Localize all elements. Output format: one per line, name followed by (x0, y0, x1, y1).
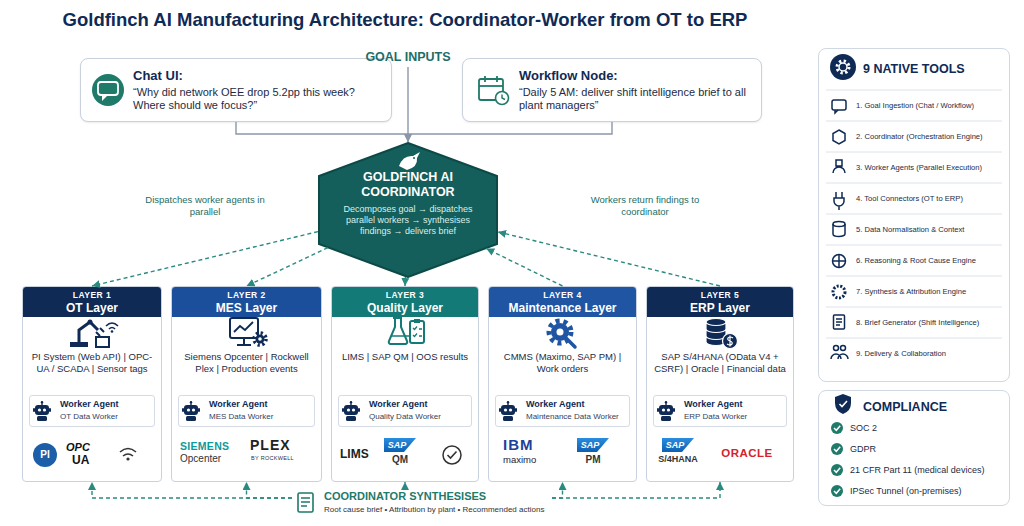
flow-connector (404, 482, 405, 490)
node-text: OT Layer (23, 301, 161, 315)
node-text: Decomposes goal → dispatches parallel wo… (342, 204, 474, 237)
label-text: maximo (503, 454, 553, 465)
node-text: Maintenance Layer (489, 301, 636, 315)
label-text: 5. Data Normalisation & Context (856, 225, 1008, 235)
label-text: 3. Worker Agents (Parallel Execution) (856, 163, 1008, 173)
node-text: COMPLIANCE (863, 400, 1003, 414)
flow-connector (247, 248, 328, 286)
label-text: 4. Tool Connectors (OT to ERP) (856, 194, 1008, 204)
flow-connector (92, 232, 318, 286)
node-text: Workflow Node: (519, 68, 755, 83)
tools-panel: 9 NATIVE TOOLS (818, 48, 1010, 382)
label-text: ORACLE (712, 447, 782, 459)
label-text: GOAL INPUTS (330, 50, 486, 64)
label-text: Dispatches worker agents in parallel (138, 194, 272, 218)
label-text: Opcenter (180, 453, 250, 464)
node-text: CMMS (Maximo, SAP PM) | Work orders (495, 351, 630, 375)
layer-box: LAYER 2MES LayerSiemens Opcenter | Rockw… (171, 286, 322, 482)
node-text: Worker Agent (684, 399, 784, 409)
node-text: ERP Data Worker (684, 412, 784, 421)
node-text: Root cause brief • Attribution by plant … (324, 505, 552, 514)
node-text: ERP Layer (647, 301, 793, 315)
flow-connector (486, 249, 562, 287)
label-text: IPSec Tunnel (on-premises) (850, 485, 1005, 497)
node-text: MES Data Worker (209, 412, 312, 421)
label-text: OPC (66, 441, 106, 453)
flow-connector (247, 482, 293, 498)
label-text: 8. Brief Generator (Shift Intelligence) (856, 318, 1008, 328)
node-text: PI System (Web API) | OPC-UA / SCADA | S… (29, 351, 155, 375)
label-text: 9. Delivery & Collaboration (856, 349, 1008, 359)
label-text: 7. Synthesis & Attribution Engine (856, 287, 1008, 297)
node-text: Siemens Opcenter | Rockwell Plex | Produ… (178, 351, 315, 375)
node-text: Worker Agent (60, 399, 152, 409)
flow-connector (92, 482, 292, 498)
label-text: UA (72, 453, 112, 467)
node-text: LIMS | SAP QM | OOS results (338, 351, 472, 363)
worker-agent-box: Worker Agent OT Data Worker (29, 395, 155, 427)
label-text: PM (577, 454, 609, 465)
label-text: 1. Goal Ingestion (Chat / Workflow) (856, 101, 1008, 111)
label-text: 2. Coordinator (Orchestration Engine) (856, 132, 1008, 142)
goal-input-box: Chat UI: “Why did network OEE drop 5.2pp … (80, 58, 392, 122)
node-text: SAP S/4HANA (OData V4 + CSRF) | Oracle |… (653, 351, 787, 375)
node-text: “Why did network OEE drop 5.2pp this wee… (133, 86, 385, 112)
label-text: LIMS (340, 447, 380, 461)
flow-connector (404, 277, 406, 286)
goal-input-box: Workflow Node: “Daily 5 AM: deliver shift… (462, 58, 762, 122)
node-text: COORDINATOR SYNTHESISES (324, 490, 552, 502)
label-text: GDPR (850, 443, 1005, 455)
hexagon-shape (319, 143, 497, 277)
node-text: “Daily 5 AM: deliver shift intelligence … (519, 86, 755, 112)
node-text: MES Layer (172, 301, 321, 315)
label-text: SAP (662, 440, 688, 450)
node-text: LAYER 4 (489, 290, 636, 300)
node-text: Chat UI: (133, 68, 383, 83)
node-text: Worker Agent (369, 399, 469, 409)
worker-agent-box: Worker AgentMES Data Worker (178, 395, 315, 427)
flow-connector (408, 122, 612, 142)
synthesis-box: COORDINATOR SYNTHESISES Root cause brief … (292, 490, 552, 522)
node-text: Worker Agent (209, 399, 312, 409)
label-text: S/4HANA (655, 454, 701, 464)
worker-agent-box: Worker AgentMaintenance Data Worker (495, 395, 630, 427)
node-text: LAYER 1 (23, 290, 161, 300)
node-text: OT Data Worker (60, 412, 152, 421)
label-text: SOC 2 (850, 422, 1005, 434)
flow-connector (498, 232, 720, 286)
node-text: Quality Data Worker (369, 412, 469, 421)
flow-connector (552, 482, 720, 498)
decor-graphic (407, 67, 408, 134)
node-text: GOLDFINCH AI COORDINATOR (336, 170, 480, 200)
label-text: 21 CFR Part 11 (medical devices) (850, 464, 1005, 476)
label-text: 6. Reasoning & Root Cause Engine (856, 256, 1008, 266)
label-text: Workers return findings to coordinator (580, 194, 710, 218)
label-text: QM (384, 454, 416, 465)
coordinator-hexagon: GOLDFINCH AI COORDINATOR Decomposes goal … (318, 142, 498, 278)
label-text: PI (33, 449, 57, 460)
node-text: LAYER 3 (332, 290, 478, 300)
flow-connector (236, 122, 408, 142)
worker-agent-box: Worker AgentQuality Data Worker (338, 395, 472, 427)
label-text: BY ROCKWELL (251, 455, 313, 461)
node-text: 9 NATIVE TOOLS (863, 62, 1003, 76)
node-text: Quality Layer (332, 301, 478, 315)
node-text: LAYER 5 (647, 290, 793, 300)
label-text: SIEMENS (180, 440, 250, 452)
diagram-title: Goldfinch AI Manufacturing Architecture:… (5, 9, 805, 31)
worker-agent-box: Worker AgentERP Data Worker (653, 395, 787, 427)
node-text: LAYER 2 (172, 290, 321, 300)
flow-connector (552, 482, 563, 498)
label-text: IBM (503, 436, 553, 453)
label-text: SAP (577, 440, 603, 450)
node-text: Worker Agent (526, 399, 627, 409)
label-text: PLEX (250, 437, 312, 453)
label-text: SAP (384, 440, 410, 450)
node-text: Maintenance Data Worker (526, 412, 627, 421)
